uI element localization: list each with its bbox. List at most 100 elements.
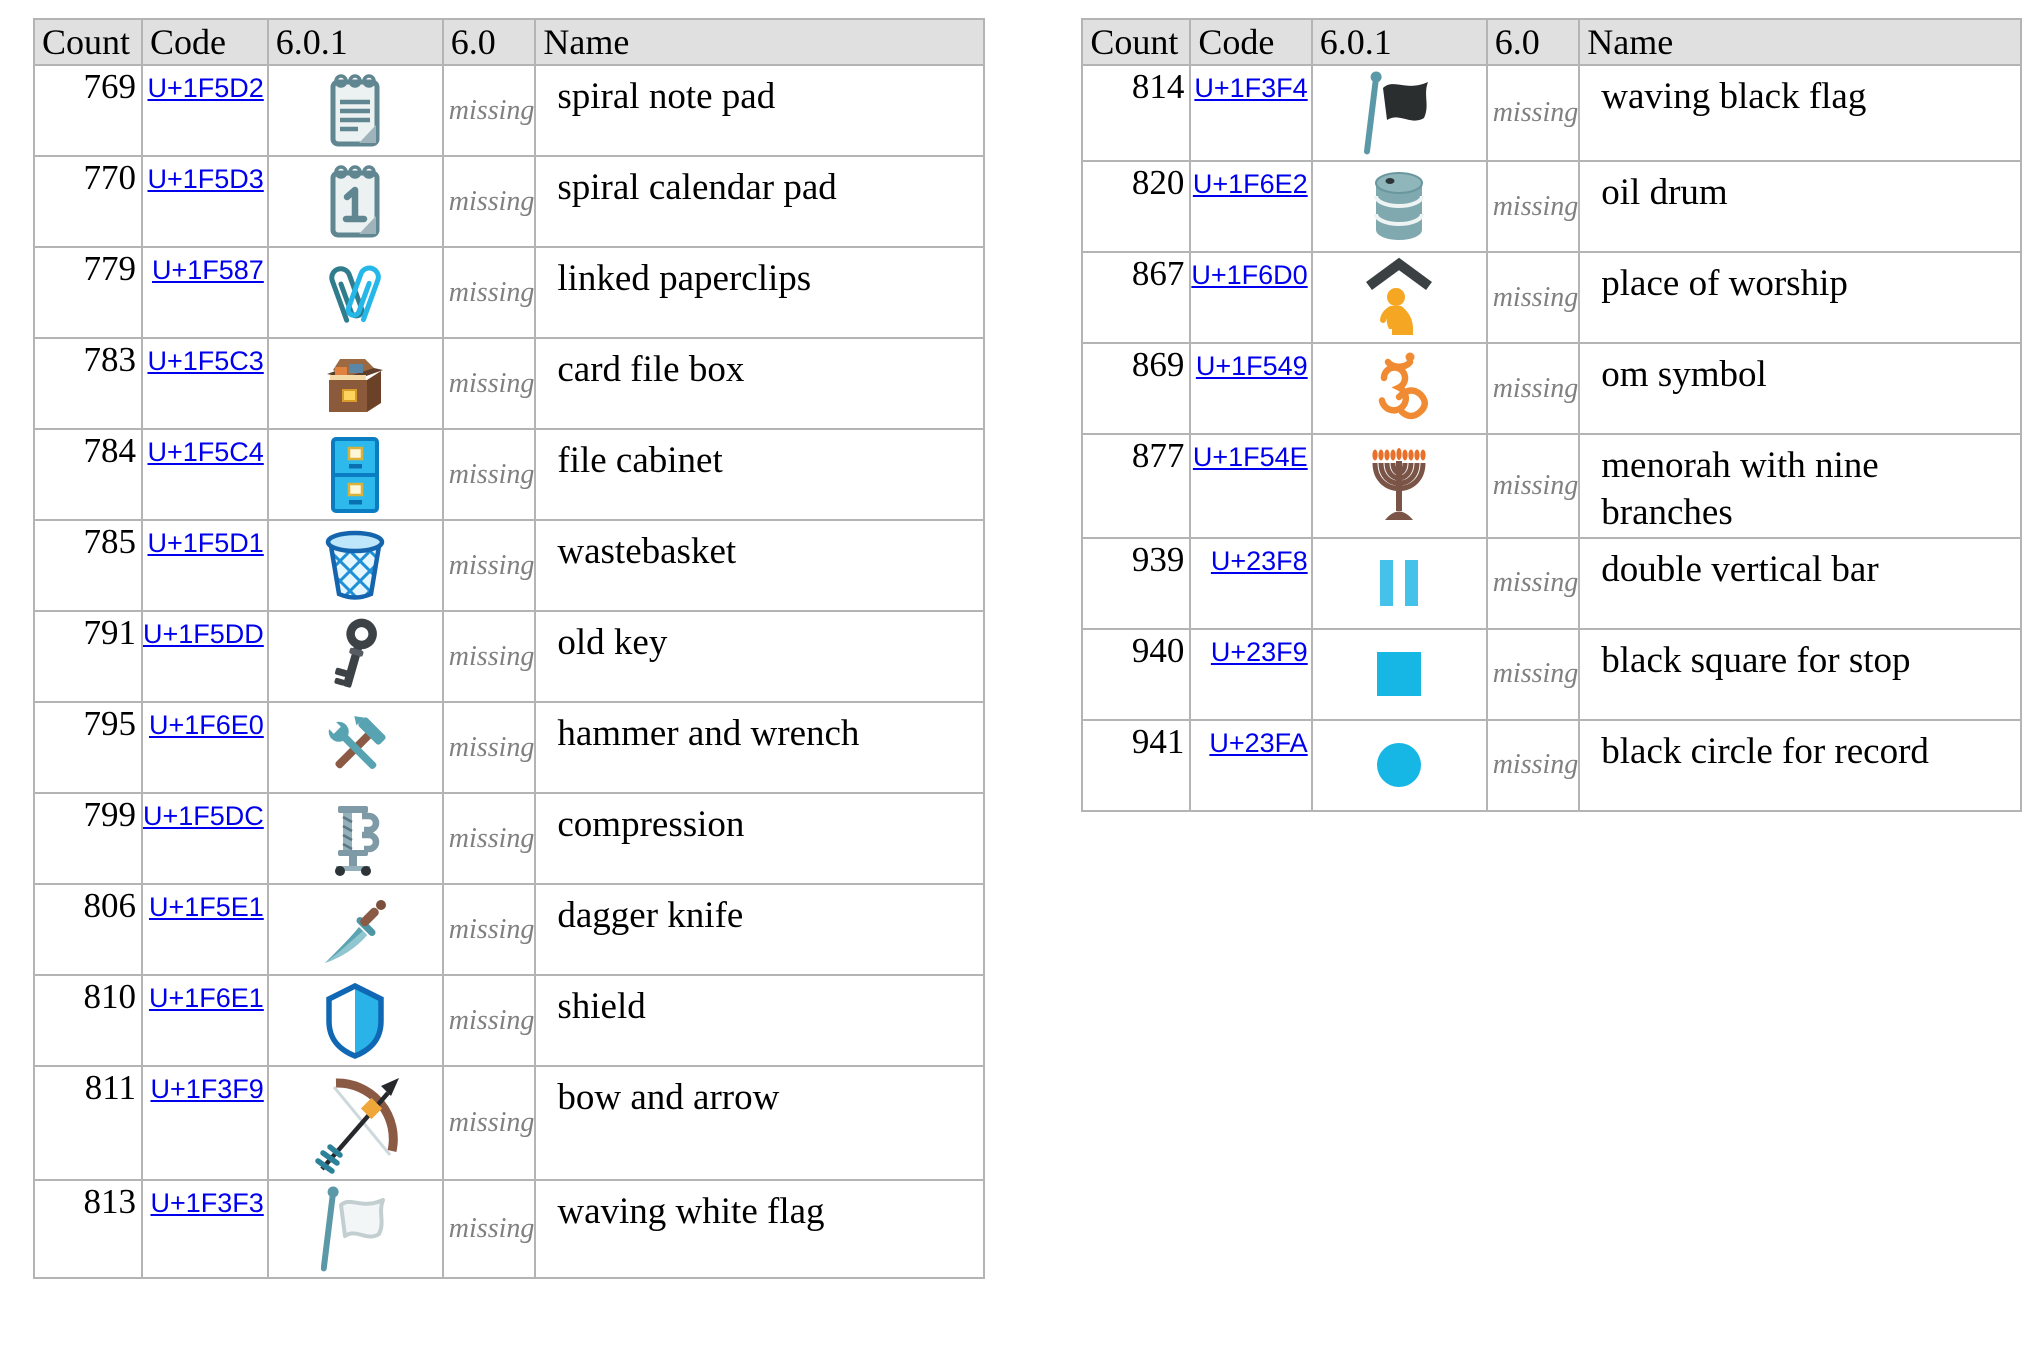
hammer-and-wrench-emoji-icon	[266, 701, 444, 794]
missing-label: missing	[1485, 342, 1581, 435]
name-cell: compression	[534, 792, 986, 885]
code-link[interactable]: U+1F6D0	[1191, 260, 1308, 290]
name-cell: black circle for record	[1578, 718, 2023, 812]
waving-black-flag-emoji-icon	[1310, 64, 1488, 162]
code-link[interactable]: U+1F3F4	[1194, 73, 1308, 103]
dagger-knife-emoji-icon	[266, 883, 444, 976]
compression-emoji-icon	[266, 792, 444, 885]
code-link[interactable]: U+1F3F9	[150, 1074, 264, 1104]
count-cell: 785	[33, 519, 143, 612]
code-cell: U+1F5C4	[141, 428, 269, 521]
missing-label: missing	[441, 246, 537, 339]
name-cell: dagger knife	[534, 883, 986, 976]
column-header-name: Name	[1578, 18, 2023, 66]
name-cell: card file box	[534, 337, 986, 430]
code-cell: U+1F5C3	[141, 337, 269, 430]
missing-label: missing	[1485, 627, 1581, 721]
name-cell: linked paperclips	[534, 246, 986, 339]
count-cell: 811	[33, 1065, 143, 1181]
code-link[interactable]: U+1F5D3	[147, 164, 264, 194]
code-link[interactable]: U+1F5D1	[147, 528, 264, 558]
name-cell: spiral calendar pad	[534, 155, 986, 248]
code-link[interactable]: U+1F587	[151, 255, 264, 285]
code-cell: U+1F5D1	[141, 519, 269, 612]
column-header-6-0: 6.0	[441, 18, 537, 66]
count-cell: 869	[1081, 342, 1192, 435]
black-square-for-stop-emoji-icon	[1310, 627, 1488, 721]
column-header-code: Code	[1189, 18, 1313, 66]
missing-label: missing	[441, 883, 537, 976]
menorah-with-nine-branches-emoji-icon	[1310, 433, 1488, 539]
count-cell: 779	[33, 246, 143, 339]
count-cell: 770	[33, 155, 143, 248]
count-cell: 795	[33, 701, 143, 794]
code-cell: U+1F6D0	[1189, 251, 1313, 344]
code-cell: U+1F6E2	[1189, 160, 1313, 253]
code-link[interactable]: U+1F5DD	[143, 619, 264, 649]
code-link[interactable]: U+1F5D2	[147, 73, 264, 103]
code-cell: U+23FA	[1189, 718, 1313, 812]
missing-label: missing	[1485, 251, 1581, 344]
code-cell: U+1F549	[1189, 342, 1313, 435]
code-cell: U+1F5DD	[141, 610, 269, 703]
missing-label: missing	[441, 1179, 537, 1279]
code-link[interactable]: U+23F9	[1210, 636, 1308, 667]
count-cell: 769	[33, 64, 143, 157]
code-link[interactable]: U+1F5C4	[147, 437, 264, 467]
code-cell: U+23F9	[1189, 627, 1313, 721]
code-link[interactable]: U+1F6E1	[148, 983, 264, 1013]
count-cell: 867	[1081, 251, 1192, 344]
code-link[interactable]: U+1F54E	[1192, 442, 1308, 472]
code-link[interactable]: U+1F5C3	[147, 346, 264, 376]
code-cell: U+1F54E	[1189, 433, 1313, 539]
count-cell: 939	[1081, 536, 1192, 630]
column-header-count: Count	[33, 18, 143, 66]
count-cell: 799	[33, 792, 143, 885]
column-header-6-0: 6.0	[1485, 18, 1581, 66]
name-cell: old key	[534, 610, 986, 703]
name-cell: wastebasket	[534, 519, 986, 612]
code-link[interactable]: U+1F3F3	[150, 1188, 264, 1218]
code-cell: U+1F5DC	[141, 792, 269, 885]
code-link[interactable]: U+23F8	[1210, 545, 1308, 576]
column-header-6-0-1: 6.0.1	[1310, 18, 1488, 66]
name-cell: menorah with nine branches	[1578, 433, 2023, 539]
name-cell: spiral note pad	[534, 64, 986, 157]
column-header-6-0-1: 6.0.1	[266, 18, 444, 66]
name-cell: shield	[534, 974, 986, 1067]
name-cell: oil drum	[1578, 160, 2023, 253]
name-cell: om symbol	[1578, 342, 2023, 435]
count-cell: 806	[33, 883, 143, 976]
count-cell: 877	[1081, 433, 1192, 539]
bow-and-arrow-emoji-icon	[266, 1065, 444, 1181]
code-link[interactable]: U+1F6E0	[148, 710, 264, 740]
code-cell: U+1F3F9	[141, 1065, 269, 1181]
code-cell: U+1F587	[141, 246, 269, 339]
card-file-box-emoji-icon	[266, 337, 444, 430]
code-link[interactable]: U+1F5DC	[143, 801, 264, 831]
code-link[interactable]: U+1F5E1	[148, 892, 264, 922]
missing-label: missing	[441, 610, 537, 703]
shield-emoji-icon	[266, 974, 444, 1067]
code-link[interactable]: U+1F549	[1195, 351, 1308, 381]
missing-label: missing	[441, 155, 537, 248]
count-cell: 813	[33, 1179, 143, 1279]
missing-label: missing	[441, 64, 537, 157]
code-link[interactable]: U+23FA	[1209, 727, 1308, 758]
code-link[interactable]: U+1F6E2	[1192, 169, 1308, 199]
missing-label: missing	[441, 428, 537, 521]
name-cell: hammer and wrench	[534, 701, 986, 794]
